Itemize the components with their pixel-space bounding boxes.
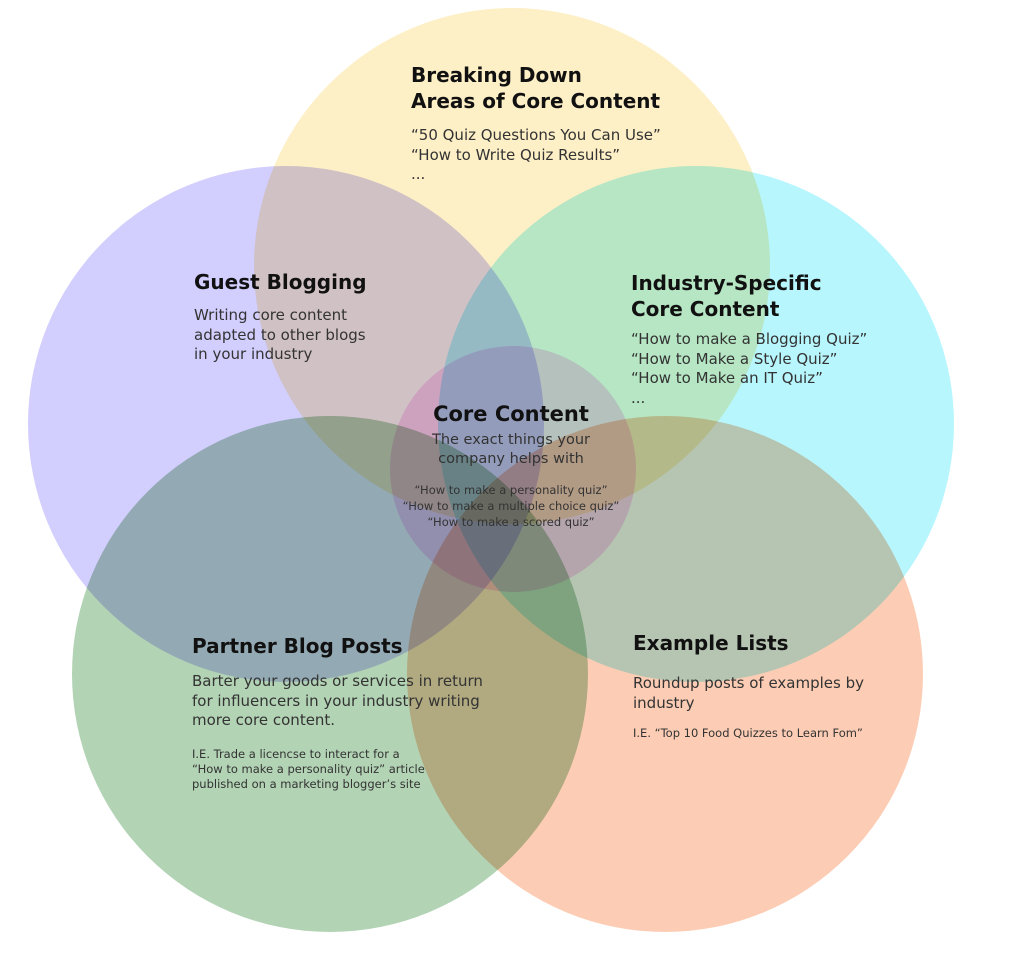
example-lists-title: Example Lists: [633, 631, 789, 655]
guest-blogging-desc-line: adapted to other blogs: [194, 325, 366, 344]
partner-blog-posts-example: I.E. Trade a licencse to interact for a …: [192, 747, 483, 792]
industry-specific-section: Industry-Specific Core Content “How to m…: [631, 270, 867, 408]
guest-blogging-desc-line: Writing core content: [194, 306, 348, 324]
core-content-description: The exact things your company helps with: [383, 431, 639, 469]
core-content-example: “How to make a multiple choice quiz”: [402, 499, 620, 513]
example-lists-desc-line: industry: [633, 693, 695, 712]
industry-specific-title-line: Core Content: [631, 297, 780, 321]
industry-specific-item: “How to make a Blogging Quiz”: [631, 330, 868, 348]
example-lists-desc-line: Roundup posts of examples by: [633, 674, 865, 692]
partner-blog-posts-section: Partner Blog Posts Barter your goods or …: [192, 633, 483, 792]
partner-blog-posts-desc-line: Barter your goods or services in return: [192, 672, 483, 690]
partner-blog-posts-example-line: “How to make a personality quiz” article: [192, 761, 425, 776]
core-content-title: Core Content: [433, 402, 589, 426]
guest-blogging-desc-line: in your industry: [194, 345, 313, 363]
core-content-example: “How to make a personality quiz”: [414, 483, 608, 497]
breaking-down-item: “How to Write Quiz Results”: [411, 145, 621, 164]
industry-specific-items: “How to make a Blogging Quiz” “How to Ma…: [631, 330, 867, 408]
breaking-down-section: Breaking Down Areas of Core Content “50 …: [411, 62, 661, 185]
breaking-down-item: “50 Quiz Questions You Can Use”: [411, 126, 661, 144]
industry-specific-title: Industry-Specific Core Content: [631, 270, 867, 322]
partner-blog-posts-desc-line: more core content.: [192, 711, 336, 729]
example-lists-example: I.E. “Top 10 Food Quizzes to Learn Fom”: [633, 726, 863, 740]
partner-blog-posts-desc-line: for influencers in your industry writing: [192, 691, 480, 710]
example-lists-description: Roundup posts of examples by industry: [633, 674, 864, 713]
core-content-desc-line: company helps with: [438, 451, 584, 467]
industry-specific-item: “How to Make an IT Quiz”: [631, 369, 823, 387]
guest-blogging-section: Guest Blogging Writing core content adap…: [194, 269, 367, 365]
breaking-down-items: “50 Quiz Questions You Can Use” “How to …: [411, 126, 661, 185]
partner-blog-posts-title: Partner Blog Posts: [192, 634, 403, 658]
breaking-down-title-line: Breaking Down: [411, 63, 582, 87]
core-content-desc-line: The exact things your: [431, 432, 591, 448]
partner-blog-posts-example-line: I.E. Trade a licencse to interact for a: [192, 746, 400, 761]
partner-blog-posts-description: Barter your goods or services in return …: [192, 672, 483, 731]
example-lists-section: Example Lists Roundup posts of examples …: [633, 630, 864, 741]
breaking-down-title-line: Areas of Core Content: [411, 89, 661, 113]
industry-specific-item: ...: [631, 388, 646, 407]
core-content-example: “How to make a scored quiz”: [427, 515, 595, 529]
breaking-down-item: ...: [411, 165, 426, 183]
guest-blogging-title: Guest Blogging: [194, 270, 367, 294]
core-content-section: Core Content The exact things your compa…: [383, 401, 639, 530]
core-content-examples: “How to make a personality quiz” “How to…: [383, 482, 639, 530]
industry-specific-item: “How to Make a Style Quiz”: [631, 349, 838, 368]
guest-blogging-description: Writing core content adapted to other bl…: [194, 306, 367, 365]
circle-core-content: [390, 346, 636, 592]
partner-blog-posts-example-line: published on a marketing blogger’s site: [192, 776, 421, 791]
breaking-down-title: Breaking Down Areas of Core Content: [411, 62, 661, 114]
industry-specific-title-line: Industry-Specific: [631, 271, 822, 295]
